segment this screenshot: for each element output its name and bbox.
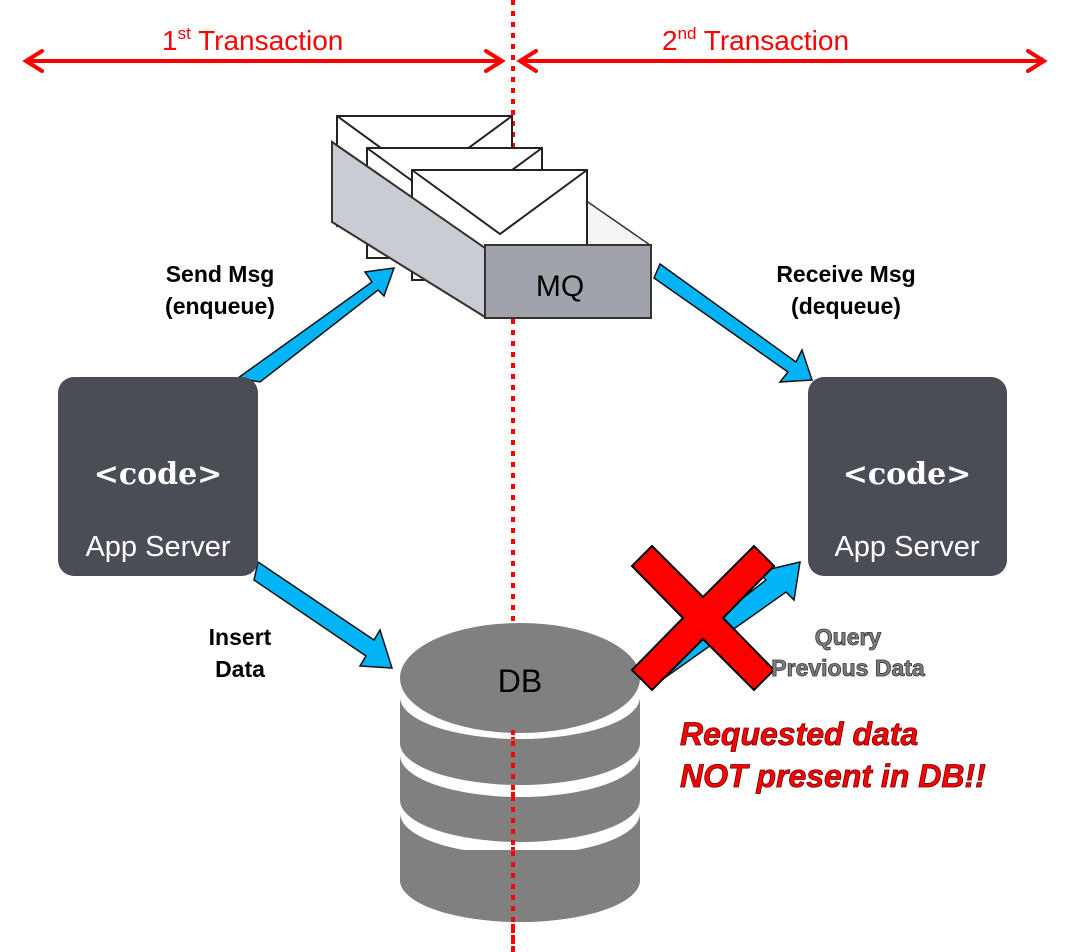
second-transaction-label: 2nd Transaction: [662, 24, 849, 56]
code-icon: <code>: [94, 457, 223, 492]
server-name: App Server: [834, 531, 979, 563]
code-icon: <code>: [843, 457, 972, 492]
db-label: DB: [498, 663, 542, 699]
arrowhead-right-icon: [484, 49, 506, 73]
first-transaction-label: 1st Transaction: [162, 24, 343, 56]
send-label-line1: Send Msg: [166, 261, 275, 287]
insert-label-line2: Data: [215, 656, 265, 682]
db-layer: [400, 755, 640, 842]
receive-arrow: [653, 262, 814, 383]
arrowhead-left-icon: [22, 49, 44, 73]
arrowhead-right-icon: [1026, 49, 1048, 73]
db-top: [400, 623, 640, 733]
database: DB: [400, 623, 640, 922]
server-box: [58, 377, 258, 576]
receive-label-line1: Receive Msg: [776, 261, 915, 287]
db-layer: [400, 697, 640, 785]
arrowhead-left-icon: [516, 49, 538, 73]
server-name: App Server: [85, 531, 230, 563]
error-message-line1: Requested data: [680, 716, 918, 752]
query-label-line2: Previous Data: [771, 655, 925, 681]
failure-x-icon: [630, 544, 776, 692]
receive-label-line2: (dequeue): [791, 293, 901, 319]
queue-label: MQ: [536, 270, 584, 303]
insert-label-line1: Insert: [209, 624, 272, 650]
query-label-line1: Query: [815, 624, 882, 650]
error-message-line2: NOT present in DB!!: [680, 758, 986, 794]
send-arrow: [236, 267, 396, 383]
server-box: [808, 377, 1007, 576]
db-layer: [400, 813, 640, 922]
message-queue: MQ: [331, 115, 653, 319]
app-server-left: <code> App Server: [58, 377, 258, 576]
second-transaction-span: 2nd Transaction: [516, 24, 1048, 73]
insert-arrow: [253, 560, 394, 669]
tray-front: [484, 244, 652, 319]
app-server-right: <code> App Server: [808, 377, 1007, 576]
first-transaction-span: 1st Transaction: [22, 24, 506, 73]
send-label-line2: (enqueue): [165, 293, 275, 319]
